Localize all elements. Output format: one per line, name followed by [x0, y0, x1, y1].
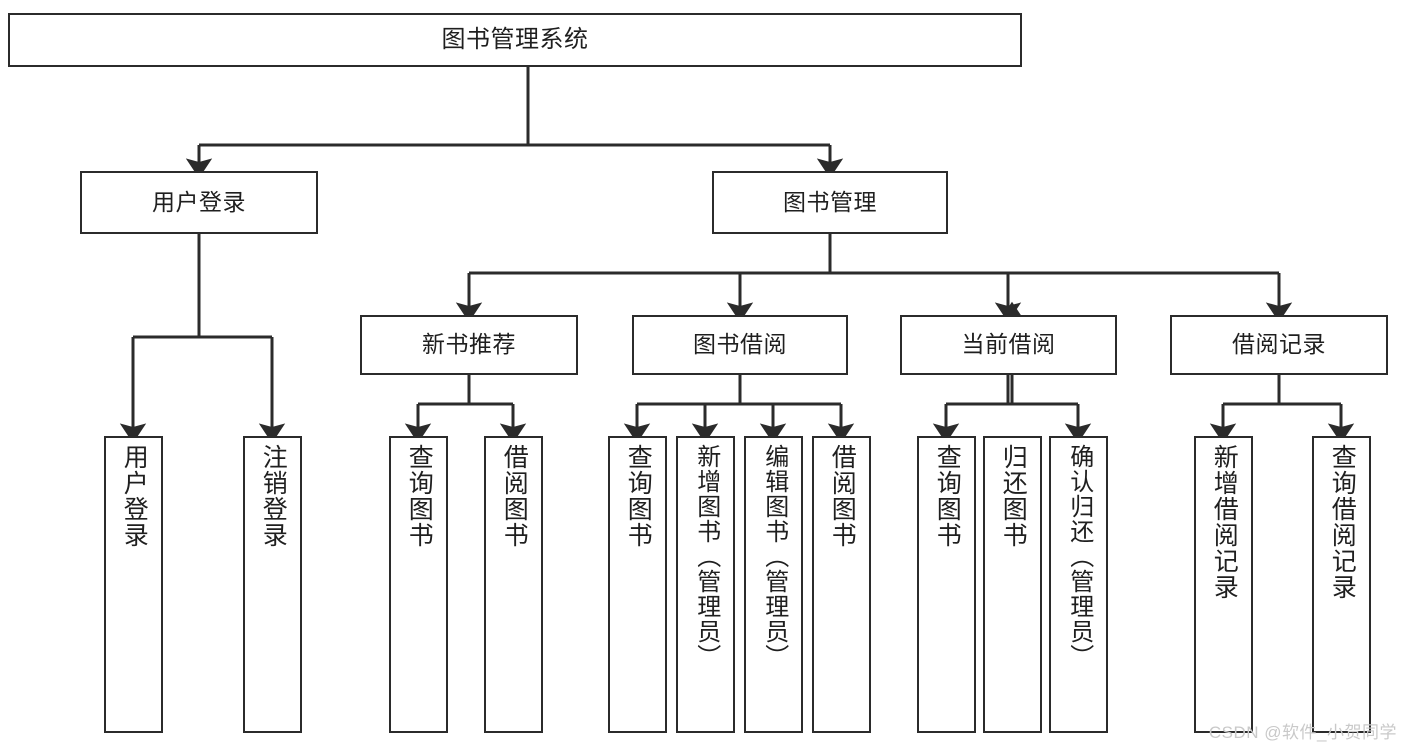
node-leaf-add-record-label: 新增借阅记录 — [1210, 444, 1239, 600]
node-new-book-rec[interactable]: 新书推荐 — [360, 315, 578, 375]
node-leaf-user-logout-label: 注销登录 — [259, 444, 288, 548]
node-leaf-borrow-book-1[interactable]: 借阅图书 — [484, 436, 543, 733]
node-leaf-borrow-book-1-label: 借阅图书 — [500, 444, 529, 548]
node-leaf-user-login-label: 用户登录 — [120, 444, 149, 548]
node-leaf-user-logout[interactable]: 注销登录 — [243, 436, 302, 733]
node-leaf-edit-book[interactable]: 编辑图书（管理员） — [744, 436, 803, 733]
node-book-borrow-label: 图书借阅 — [693, 331, 787, 358]
node-borrow-record[interactable]: 借阅记录 — [1170, 315, 1388, 375]
node-book-manage-label: 图书管理 — [783, 188, 877, 215]
node-current-borrow[interactable]: 当前借阅 — [900, 315, 1117, 375]
node-leaf-query-book-1[interactable]: 查询图书 — [389, 436, 448, 733]
node-leaf-query-book-3[interactable]: 查询图书 — [917, 436, 976, 733]
node-leaf-add-record[interactable]: 新增借阅记录 — [1194, 436, 1253, 733]
node-user-login-label: 用户登录 — [152, 188, 246, 215]
node-current-borrow-label: 当前借阅 — [961, 331, 1056, 358]
node-leaf-add-book-label: 新增图书（管理员） — [692, 444, 720, 669]
watermark: CSDN @软件_小贺同学 — [1208, 723, 1397, 742]
node-leaf-return-book[interactable]: 归还图书 — [983, 436, 1042, 733]
node-root-label: 图书管理系统 — [441, 25, 589, 53]
node-leaf-return-book-label: 归还图书 — [999, 444, 1028, 548]
node-leaf-confirm-return-label: 确认归还（管理员） — [1065, 444, 1093, 669]
node-leaf-query-book-1-label: 查询图书 — [405, 444, 434, 548]
node-leaf-confirm-return[interactable]: 确认归还（管理员） — [1049, 436, 1108, 733]
node-user-login[interactable]: 用户登录 — [80, 171, 318, 234]
node-new-book-rec-label: 新书推荐 — [422, 331, 516, 358]
node-leaf-borrow-book-2-label: 借阅图书 — [828, 444, 857, 548]
node-leaf-query-record-label: 查询借阅记录 — [1328, 444, 1357, 600]
node-book-borrow[interactable]: 图书借阅 — [632, 315, 848, 375]
node-leaf-query-book-2[interactable]: 查询图书 — [608, 436, 667, 733]
node-borrow-record-label: 借阅记录 — [1232, 331, 1326, 358]
node-leaf-query-book-3-label: 查询图书 — [933, 444, 962, 548]
node-leaf-query-record[interactable]: 查询借阅记录 — [1312, 436, 1371, 733]
node-book-manage[interactable]: 图书管理 — [712, 171, 948, 234]
node-leaf-borrow-book-2[interactable]: 借阅图书 — [812, 436, 871, 733]
node-leaf-user-login[interactable]: 用户登录 — [104, 436, 163, 733]
node-leaf-query-book-2-label: 查询图书 — [624, 444, 653, 548]
node-leaf-edit-book-label: 编辑图书（管理员） — [760, 444, 788, 669]
node-root[interactable]: 图书管理系统 — [8, 13, 1022, 67]
node-leaf-add-book[interactable]: 新增图书（管理员） — [676, 436, 735, 733]
